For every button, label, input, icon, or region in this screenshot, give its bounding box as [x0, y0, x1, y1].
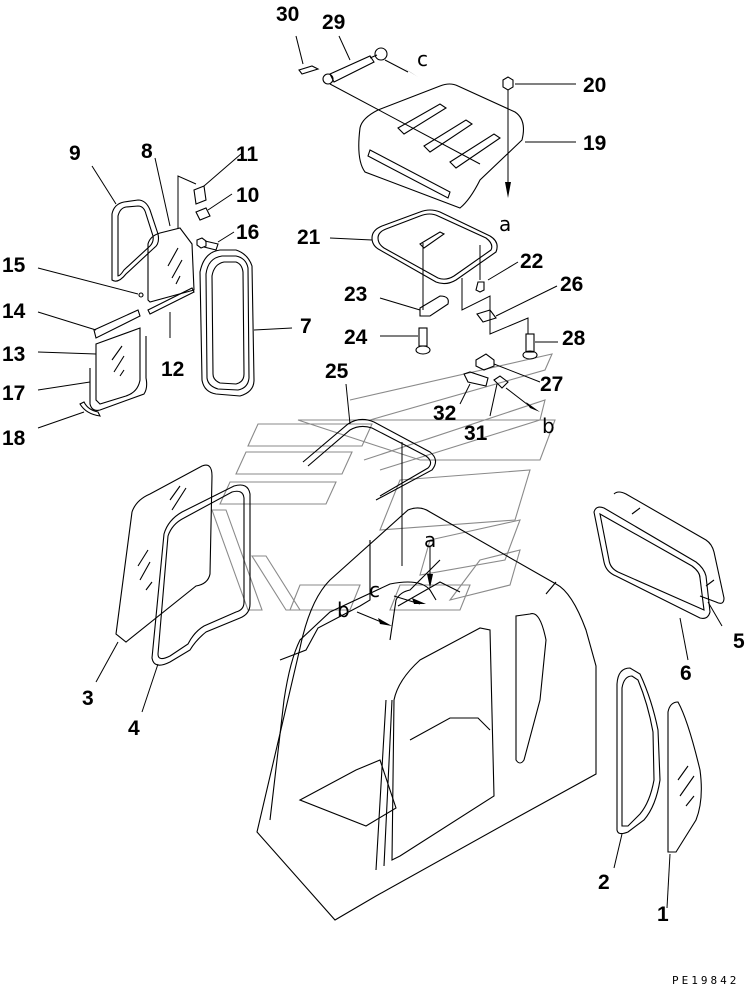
- ref-letter-a-cab: a: [424, 528, 436, 552]
- callout-31: 31: [464, 422, 488, 445]
- callout-6: 6: [680, 662, 692, 685]
- part-14-molding: [93, 309, 141, 339]
- part-2-weatherstrip: [616, 667, 661, 835]
- part-22-screw: [475, 281, 485, 293]
- callout-13: 13: [2, 343, 25, 366]
- part-28-bolt: [522, 333, 538, 360]
- part-31-clip: [493, 375, 509, 389]
- callout-1: 1: [657, 903, 669, 926]
- ref-letter-c-top: c: [417, 47, 428, 71]
- part-24-bolt: [415, 327, 431, 355]
- part-1-glass: [667, 701, 702, 853]
- callout-19: 19: [583, 132, 606, 155]
- callout-29: 29: [322, 11, 345, 34]
- leader-lines: [37, 35, 723, 909]
- part-26-plate: [476, 309, 497, 323]
- part-6-weatherstrip: [593, 506, 711, 619]
- callout-23: 23: [344, 283, 367, 306]
- part-17-weatherstrip: [89, 336, 148, 411]
- callout-22: 22: [520, 250, 543, 273]
- ref-letter-c-cab: c: [369, 578, 380, 602]
- callout-5: 5: [733, 630, 745, 653]
- part-21-hatch-frame: [371, 209, 498, 285]
- callout-25: 25: [325, 360, 349, 383]
- callout-10: 10: [236, 184, 259, 207]
- part-29-gas-spring: [322, 47, 388, 85]
- callout-2: 2: [598, 871, 610, 894]
- callout-21: 21: [297, 226, 321, 249]
- callout-16: 16: [236, 221, 259, 244]
- part-9-weatherstrip: [111, 199, 160, 282]
- callout-3: 3: [82, 687, 94, 710]
- part-23-handle: [419, 295, 449, 317]
- callout-18: 18: [2, 427, 26, 450]
- callout-32: 32: [433, 402, 456, 425]
- callout-24: 24: [344, 326, 368, 349]
- part-10-bracket: [195, 207, 211, 221]
- part-11-plate: [193, 185, 207, 205]
- callout-15: 15: [2, 254, 26, 277]
- callout-labels: 1 2 3 4 5 6 7 8 9 10 11 12 13 14 15 16 1…: [2, 3, 745, 926]
- part-25-guard-rail: [302, 418, 437, 501]
- ref-letter-a-top: a: [499, 212, 511, 236]
- part-16-bolt: [196, 237, 219, 251]
- callout-27: 27: [540, 373, 563, 396]
- callout-28: 28: [562, 327, 586, 350]
- part-15-pin: [138, 292, 144, 298]
- part-32-bolt: [463, 371, 489, 387]
- part-19-roof-cover: [358, 83, 524, 209]
- callout-26: 26: [560, 273, 583, 296]
- part-20-nut: [502, 76, 514, 91]
- part-7-weatherstrip: [199, 249, 255, 397]
- callout-9: 9: [69, 142, 81, 165]
- part-27-stopper: [475, 353, 495, 371]
- part-12-strip: [147, 287, 195, 315]
- watermark-logo: [211, 353, 556, 611]
- callout-7: 7: [300, 315, 312, 338]
- callout-20: 20: [583, 74, 606, 97]
- cab-body: [256, 507, 597, 921]
- part-18-clip: [79, 401, 101, 417]
- callout-8: 8: [141, 140, 153, 163]
- part-4-weatherstrip: [151, 484, 251, 666]
- part-13-glass: [95, 327, 141, 405]
- callout-11: 11: [236, 143, 259, 166]
- part-8-glass: [147, 227, 195, 303]
- ref-letter-b-cab: b: [337, 598, 350, 622]
- callout-17: 17: [2, 382, 25, 405]
- part-3-glass: [115, 464, 213, 643]
- callout-12: 12: [161, 358, 184, 381]
- part-30-pin: [298, 65, 320, 75]
- ref-letter-b-top: b: [542, 414, 555, 438]
- reference-letters: c a b a c b: [337, 47, 555, 622]
- callout-4: 4: [128, 717, 140, 740]
- callout-14: 14: [2, 300, 26, 323]
- drawing-code: PE19842: [672, 974, 739, 987]
- callout-30: 30: [276, 3, 299, 26]
